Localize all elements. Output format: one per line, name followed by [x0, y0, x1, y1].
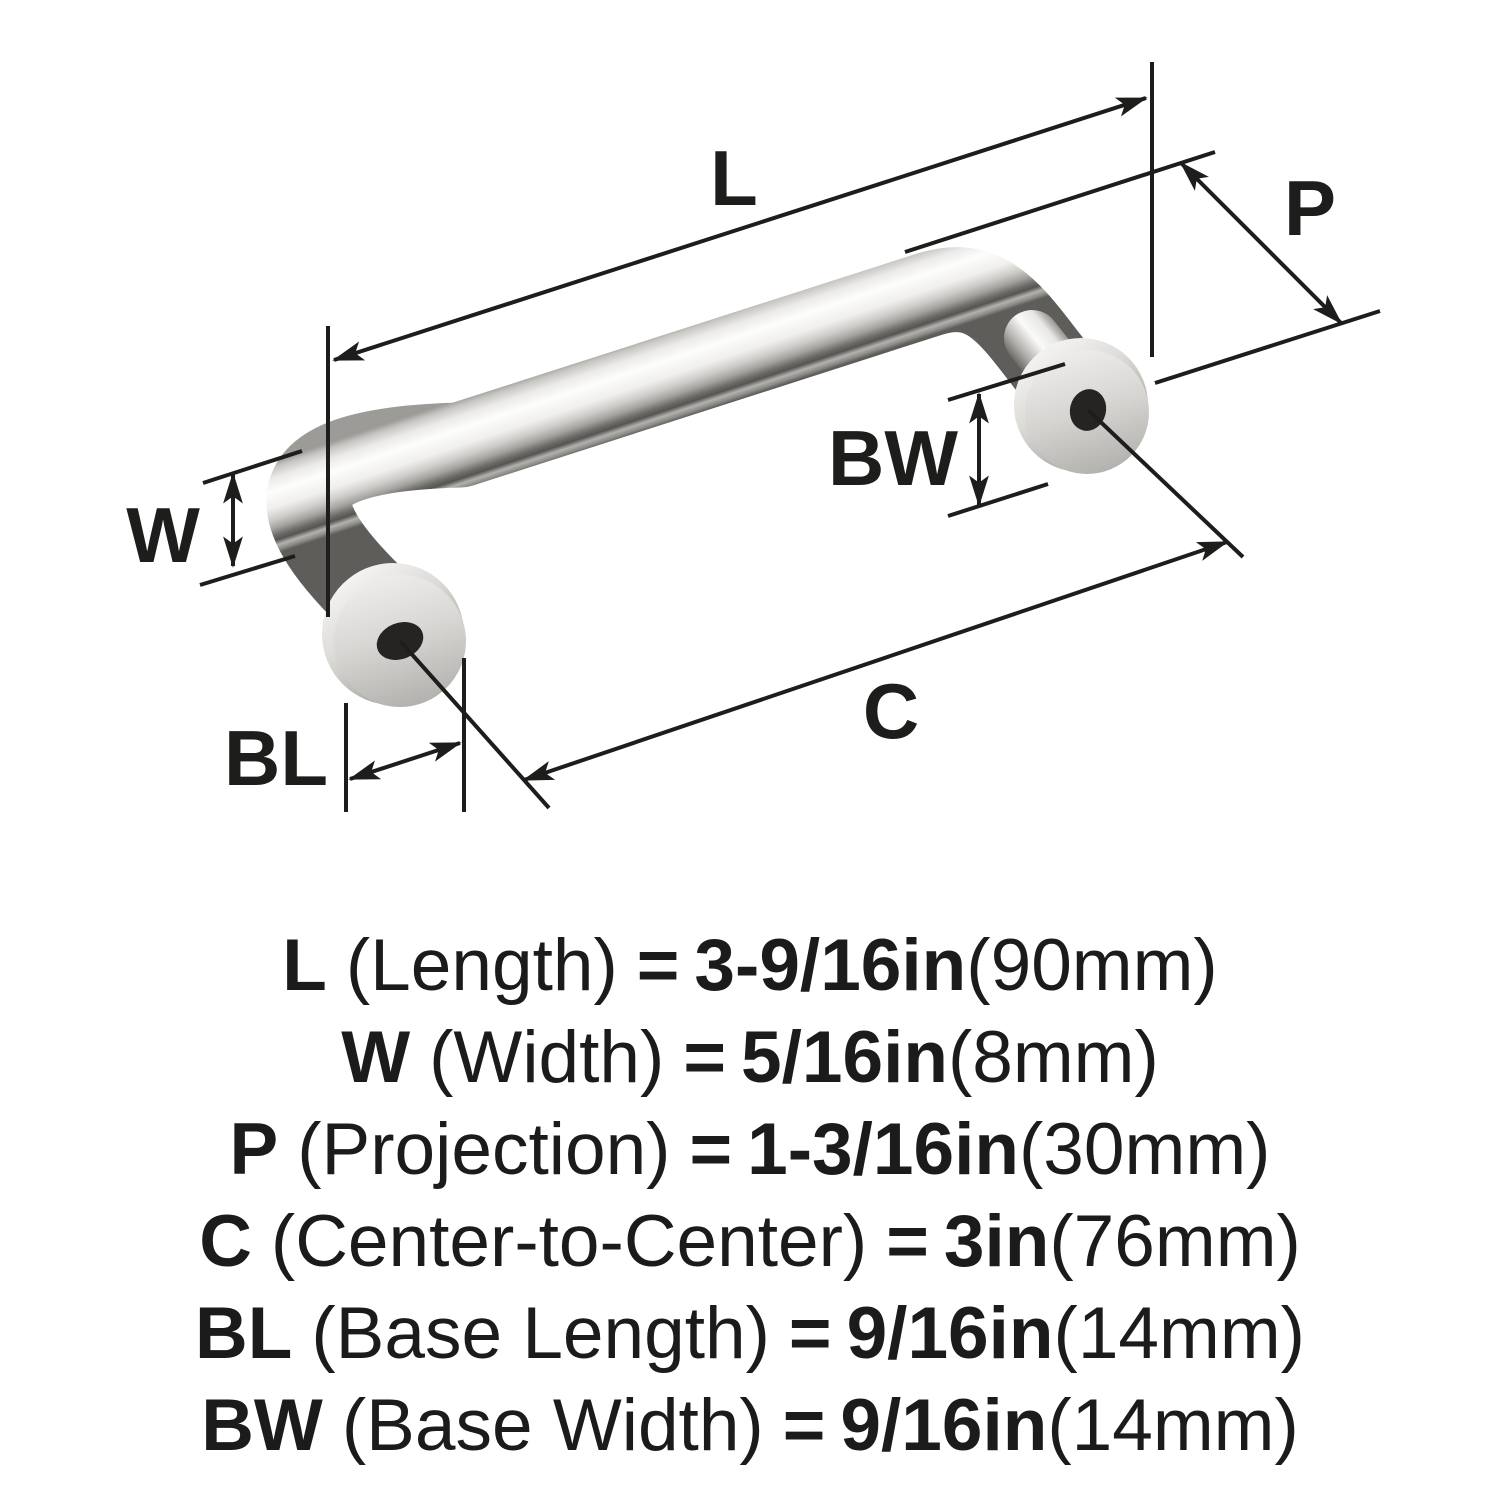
dimension-P: P — [904, 150, 1381, 385]
spec-line-length: L(Length)=3-9/16in(90mm) — [282, 920, 1217, 1012]
spec-symbol: BW — [201, 1385, 323, 1466]
handle-illustration — [266, 247, 1149, 707]
spec-line-projection: P(Projection)=1-3/16in(30mm) — [230, 1104, 1271, 1196]
spec-line-width: W(Width)=5/16in(8mm) — [341, 1012, 1159, 1104]
spec-label: (Base Width) — [341, 1385, 764, 1466]
spec-label: (Center-to-Center) — [270, 1201, 868, 1282]
label-BW: BW — [828, 414, 958, 502]
w-tick-bottom — [199, 554, 296, 587]
spec-symbol: BL — [195, 1293, 293, 1374]
spec-line-base-length: BL(Base Length)=9/16in(14mm) — [195, 1288, 1305, 1380]
label-C: C — [863, 667, 919, 755]
spec-equals: = — [636, 925, 680, 1006]
spec-value: 1-3/16in — [747, 1109, 1019, 1190]
spec-value: 9/16in — [840, 1385, 1048, 1466]
right-base-flange — [1014, 338, 1149, 474]
spec-symbol: C — [199, 1201, 252, 1282]
bw-tick-top — [947, 362, 1066, 402]
spec-value: 3in — [943, 1201, 1050, 1282]
spec-symbol: P — [229, 1109, 279, 1190]
spec-value: 9/16in — [846, 1293, 1054, 1374]
spec-metric: (8mm) — [947, 1017, 1159, 1098]
spec-metric: (76mm) — [1049, 1201, 1301, 1282]
spec-metric: (14mm) — [1047, 1385, 1299, 1466]
dimension-C: C — [398, 408, 1245, 810]
p-extension-top — [904, 150, 1216, 254]
spec-equals: = — [689, 1109, 733, 1190]
bw-tick-bottom — [947, 482, 1049, 518]
dimension-L: L — [326, 62, 1154, 617]
bl-arrow-line — [348, 741, 462, 781]
p-arrow-line — [1179, 161, 1343, 325]
c-leader-left — [398, 639, 551, 810]
left-base-flange — [322, 563, 466, 707]
spec-list: L(Length)=3-9/16in(90mm) W(Width)=5/16in… — [0, 920, 1500, 1472]
spec-equals: = — [886, 1201, 929, 1282]
spec-symbol: W — [341, 1017, 411, 1098]
w-tick-top — [202, 449, 303, 485]
p-extension-bottom — [1154, 309, 1381, 385]
label-BL: BL — [224, 714, 328, 802]
spec-equals: = — [782, 1385, 826, 1466]
spec-label: (Base Length) — [311, 1293, 770, 1374]
spec-equals: = — [683, 1017, 726, 1098]
c-leader-right — [1086, 408, 1245, 559]
dimension-BW: BW — [828, 362, 1066, 518]
c-arrow-line — [522, 540, 1229, 782]
spec-metric: (14mm) — [1053, 1293, 1305, 1374]
spec-label: (Length) — [345, 925, 618, 1006]
l-arrow-line — [332, 96, 1148, 362]
dimension-BL: BL — [224, 658, 466, 812]
label-L: L — [710, 134, 758, 222]
spec-line-base-width: BW(Base Width)=9/16in(14mm) — [201, 1380, 1299, 1472]
spec-metric: (30mm) — [1019, 1109, 1271, 1190]
spec-value: 3-9/16in — [694, 925, 967, 1006]
label-W: W — [126, 491, 200, 579]
dimension-annotations: L P W BW — [126, 62, 1381, 812]
spec-value: 5/16in — [740, 1017, 948, 1098]
spec-line-center-to-center: C(Center-to-Center)=3in(76mm) — [199, 1196, 1301, 1288]
spec-label: (Width) — [429, 1017, 665, 1098]
spec-metric: (90mm) — [966, 925, 1218, 1006]
spec-equals: = — [788, 1293, 832, 1374]
label-P: P — [1284, 164, 1336, 252]
spec-label: (Projection) — [297, 1109, 671, 1190]
spec-symbol: L — [282, 925, 327, 1006]
dimension-W: W — [126, 449, 303, 587]
